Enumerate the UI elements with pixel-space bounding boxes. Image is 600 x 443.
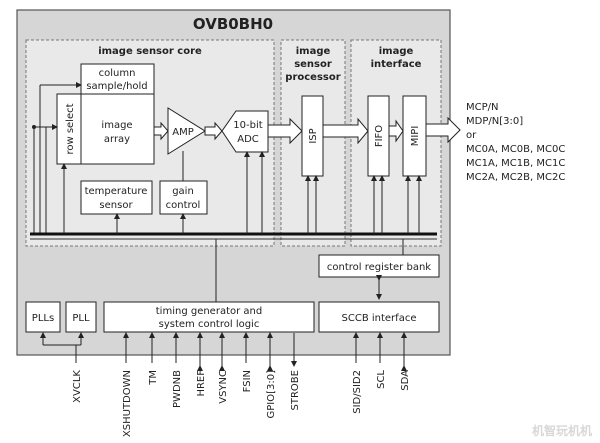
section-isp-label-2: sensor — [294, 59, 332, 70]
output-label-4: MC0A, MC0B, MC0C — [466, 144, 565, 155]
pin-lines — [123, 332, 407, 371]
fifo-to-mipi-arrow — [388, 119, 404, 143]
mipi-label: MIPI — [410, 126, 421, 147]
pin-tm: TM — [148, 370, 159, 386]
image-array-label-2: array — [104, 134, 130, 145]
pin-gpio: GPIO[3:0] — [266, 370, 277, 419]
sccb-label: SCCB interface — [342, 313, 417, 324]
gain-control-block — [159, 180, 208, 215]
output-label-2: MDP/N[3:0] — [466, 116, 523, 127]
plls-label: PLLs — [32, 313, 54, 324]
pin-xshutdown: XSHUTDOWN — [122, 370, 133, 437]
row-select-label: row select — [65, 103, 76, 154]
pin-sda: SDA — [400, 370, 411, 391]
section-isp-label-3: processor — [285, 72, 340, 83]
junction-dot — [32, 125, 36, 129]
column-sample-hold-block — [80, 63, 155, 95]
column-label-1: column — [99, 68, 136, 79]
amp-label: AMP — [172, 127, 194, 138]
amp-block — [167, 107, 206, 155]
left-control-lines — [33, 82, 82, 234]
pin-fsin: FSIN — [242, 370, 253, 392]
image-array-block — [80, 93, 155, 165]
adc-label-1: 10-bit — [233, 120, 262, 131]
pin-sid: SID/SID2 — [352, 370, 363, 414]
pin-vsync: VSYNC — [218, 370, 229, 404]
temp-label-2: sensor — [99, 200, 133, 211]
amp-to-adc-arrow — [204, 121, 223, 141]
output-label-3: or — [466, 130, 477, 141]
pin-strobe: STROBE — [290, 370, 301, 410]
pin-pwdnb: PWDNB — [172, 370, 183, 408]
section-iface-label-1: image — [379, 46, 414, 57]
isp-to-fifo-arrow — [322, 117, 369, 145]
adc-to-isp-arrow — [267, 117, 303, 145]
ctrl-bank-label: control register bank — [327, 262, 431, 273]
output-label-5: MC1A, MC1B, MC1C — [466, 158, 565, 169]
timing-generator-block — [103, 301, 315, 333]
output-label-1: MCP/N — [466, 102, 499, 113]
bus-connections — [61, 151, 422, 302]
xvclk-fork — [40, 332, 84, 363]
chip-title: OVB0BH0 — [193, 15, 273, 33]
output-label-6: MC2A, MC2B, MC2C — [466, 172, 565, 183]
pin-href: HREF — [196, 370, 207, 397]
pll-label: PLL — [72, 313, 90, 324]
gain-label-1: gain — [172, 186, 194, 197]
adc-label-2: ADC — [237, 134, 259, 145]
pin-scl: SCL — [376, 370, 387, 389]
timing-label-1: timing generator and — [156, 306, 262, 317]
temperature-sensor-block — [80, 180, 153, 215]
pin-xvclk: XVCLK — [72, 370, 83, 403]
pll-block — [65, 301, 97, 333]
isp-label: ISP — [308, 128, 319, 143]
section-iface-label-2: interface — [371, 59, 422, 70]
section-isp-label-1: image — [296, 46, 331, 57]
section-core-label: image sensor core — [98, 46, 202, 57]
mipi-output-arrow — [425, 116, 461, 144]
watermark: 机智玩机机 — [532, 423, 592, 438]
sccb-interface-block — [318, 301, 440, 333]
gain-label-2: control — [166, 200, 201, 211]
timing-label-2: system control logic — [159, 319, 260, 330]
temp-label-1: temperature — [85, 186, 148, 197]
column-label-2: sample/hold — [86, 81, 147, 92]
fifo-label: FIFO — [374, 125, 385, 147]
image-array-label-1: image — [101, 120, 132, 131]
array-to-amp-arrow — [153, 121, 169, 141]
section-image-interface — [350, 39, 442, 247]
plls-block — [25, 301, 61, 333]
